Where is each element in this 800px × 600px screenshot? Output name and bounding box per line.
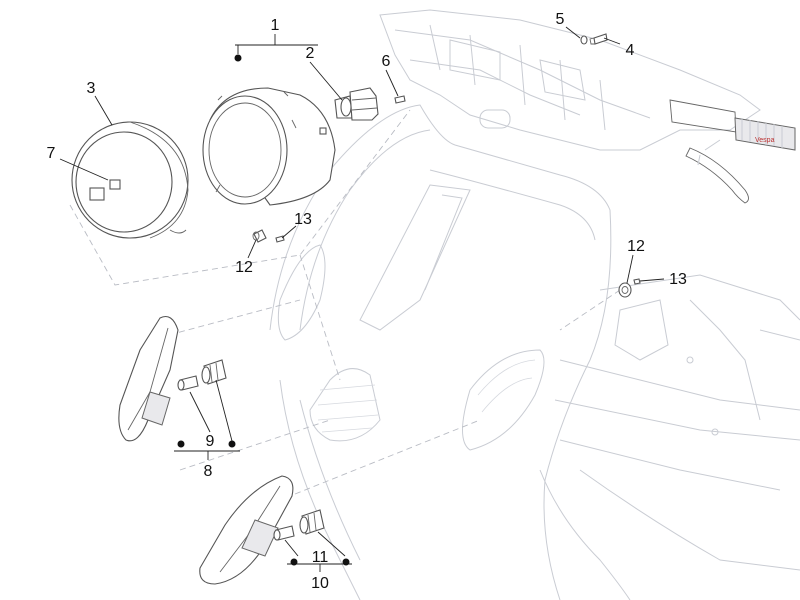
- callout-10: 10: [311, 575, 329, 592]
- callout-13-upper: 13: [294, 211, 312, 228]
- callout-13-right: 13: [669, 271, 687, 288]
- screw-part-6: [394, 95, 406, 104]
- bulb-holder-lower: [299, 509, 325, 535]
- nut-part-12-right: [618, 282, 632, 298]
- bulb-holder-upper: [201, 359, 227, 385]
- callout-4: 4: [626, 42, 635, 59]
- callout-5: 5: [556, 11, 565, 28]
- callout-8: 8: [204, 463, 213, 480]
- callout-2: 2: [306, 45, 315, 62]
- callout-9: 9: [206, 433, 215, 450]
- callout-7: 7: [47, 145, 56, 162]
- callout-3: 3: [87, 80, 96, 97]
- headlamp-rim: [71, 121, 189, 239]
- callout-6: 6: [382, 53, 391, 70]
- turn-indicator-lower: [199, 475, 294, 585]
- leader-lines: [59, 26, 665, 572]
- washer-part-5: [580, 35, 588, 45]
- grip-brand-text: Vespa: [755, 137, 775, 144]
- screw-part-13-right: [633, 278, 641, 285]
- callout-labels: 1 2 3 4 5 6 7 8 9 10 11 12 13 12 13: [47, 11, 687, 592]
- callout-11: 11: [312, 549, 329, 566]
- bulb-part-11: [273, 525, 295, 541]
- screw-part-4: [589, 33, 608, 45]
- headlamp-bulb: [334, 87, 379, 121]
- bulb-part-9: [177, 375, 199, 391]
- scooter-body-outline: Vespa: [269, 9, 800, 600]
- turn-indicator-upper: [118, 315, 179, 442]
- callout-dots: [177, 54, 350, 566]
- callout-1: 1: [271, 17, 280, 34]
- nut-part-12-upper: [252, 229, 267, 243]
- headlamp-unit: [202, 87, 336, 206]
- callout-12-upper: 12: [235, 259, 253, 276]
- callout-12-right: 12: [627, 238, 645, 255]
